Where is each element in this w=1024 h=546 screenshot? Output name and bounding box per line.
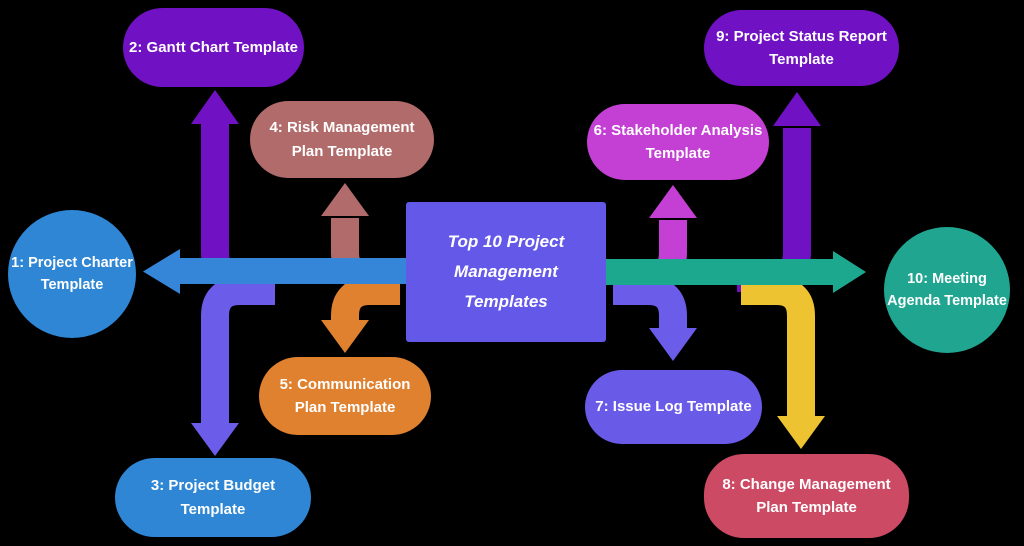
arrowhead-up-icon	[321, 183, 369, 216]
node-issue-log: 7: Issue Log Template	[585, 370, 762, 444]
center-title-box: Top 10 Project Management Templates	[406, 202, 606, 342]
arrow-issue-log-down	[613, 277, 697, 361]
node-gantt-chart: 2: Gantt Chart Template	[123, 8, 304, 87]
arrowhead-up-icon	[649, 185, 697, 218]
arrowhead-down-icon	[777, 416, 825, 449]
arrow-project-budget-down	[191, 277, 275, 456]
arrow-communication-plan-down	[321, 277, 400, 353]
node-communication-plan: 5: Communication Plan Template	[259, 357, 431, 435]
node-project-budget: 3: Project Budget Template	[115, 458, 311, 537]
arrowhead-up-icon	[191, 90, 239, 124]
node-label: 5: Communication Plan Template	[279, 375, 411, 416]
node-label: 7: Issue Log Template	[595, 398, 752, 416]
node-label: 1: Project Charter Template	[11, 254, 133, 293]
diagram-title: Top 10 Project Management Templates	[447, 232, 565, 311]
node-change-management: 8: Change Management Plan Template	[704, 454, 909, 538]
node-label: 9: Project Status Report Template	[716, 27, 887, 68]
node-label: 10: Meeting Agenda Template	[887, 270, 1007, 309]
node-label: 6: Stakeholder Analysis Template	[593, 121, 763, 162]
arrowhead-down-icon	[191, 423, 239, 456]
node-label: 8: Change Management Plan Template	[722, 475, 891, 516]
node-project-status-report: 9: Project Status Report Template	[704, 10, 899, 86]
arrowhead-down-icon	[321, 320, 369, 353]
node-project-charter: 1: Project Charter Template	[8, 210, 136, 338]
node-stakeholder-analysis: 6: Stakeholder Analysis Template	[587, 104, 769, 180]
arrowhead-down-icon	[649, 328, 697, 361]
node-label: 2: Gantt Chart Template	[129, 38, 298, 56]
node-meeting-agenda: 10: Meeting Agenda Template	[884, 227, 1010, 353]
node-label: 4: Risk Management Plan Template	[269, 119, 415, 160]
arrow-change-management-down	[741, 277, 825, 449]
arrowhead-up-icon	[773, 92, 821, 126]
node-label: 3: Project Budget Template	[150, 477, 276, 518]
arrow-project-charter-left	[143, 249, 406, 294]
node-risk-management: 4: Risk Management Plan Template	[250, 101, 434, 178]
arrow-meeting-agenda-right	[606, 251, 866, 293]
